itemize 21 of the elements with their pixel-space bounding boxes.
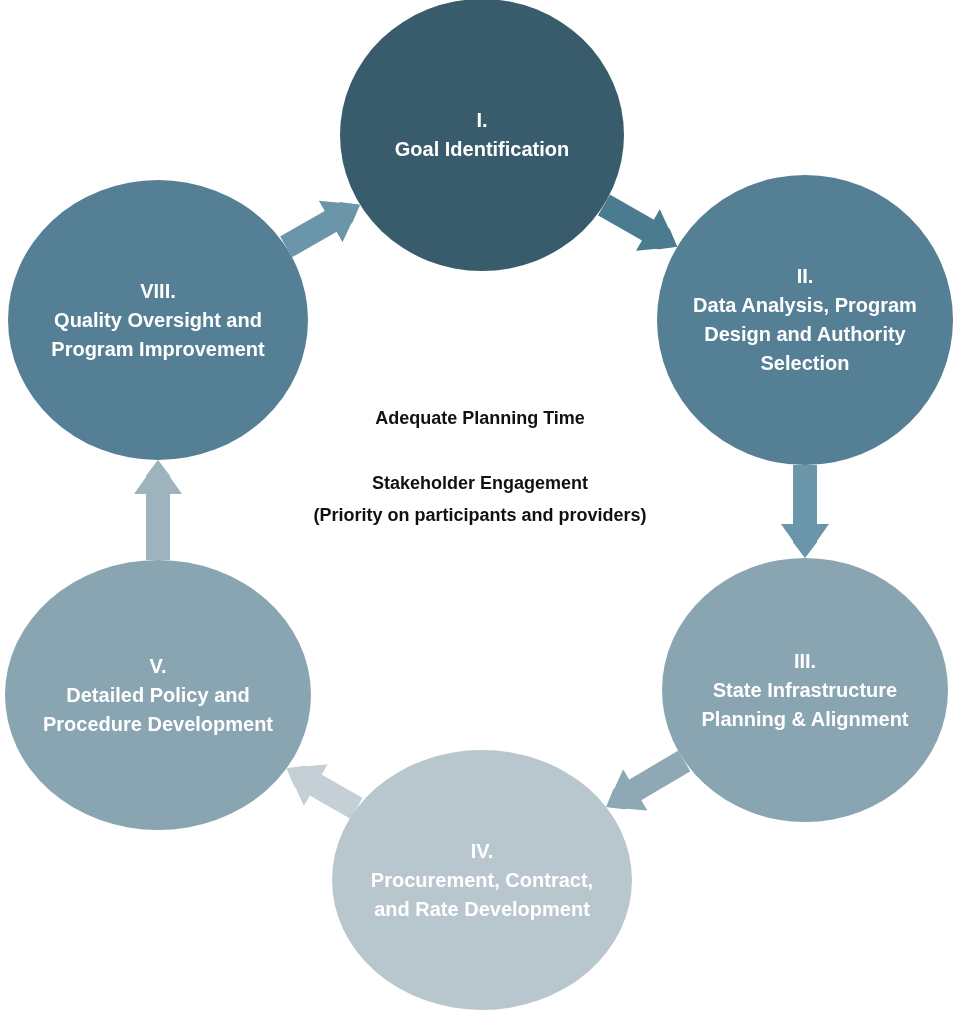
- step-label: Procurement, Contract, and Rate Development: [369, 867, 595, 922]
- step-label: Detailed Policy and Procedure Development: [41, 682, 275, 737]
- block-arrow: [286, 762, 363, 819]
- block-arrow: [280, 198, 361, 258]
- step-label: Goal Identification: [394, 137, 570, 162]
- step-number: I.: [476, 108, 488, 133]
- step-number: VIII.: [140, 278, 176, 304]
- step-label: State Infrastructure Planning & Alignment: [700, 677, 910, 732]
- note-text: Stakeholder Engagement: [370, 473, 590, 494]
- note-text: (Priority on participants and providers): [312, 505, 648, 526]
- step-number: V.: [149, 653, 167, 679]
- block-arrow: [597, 194, 678, 253]
- step-label: Data Analysis, Program Design and Authority Selection: [692, 293, 918, 376]
- note-text: Adequate Planning Time: [374, 408, 586, 429]
- block-arrow: [606, 750, 691, 813]
- block-arrow: [781, 465, 829, 558]
- step-label: Quality Oversight and Program Improvement: [50, 307, 266, 362]
- step-number: II.: [796, 264, 814, 289]
- step-number: IV.: [470, 838, 494, 864]
- step-number: III.: [793, 648, 817, 674]
- block-arrow: [134, 460, 182, 560]
